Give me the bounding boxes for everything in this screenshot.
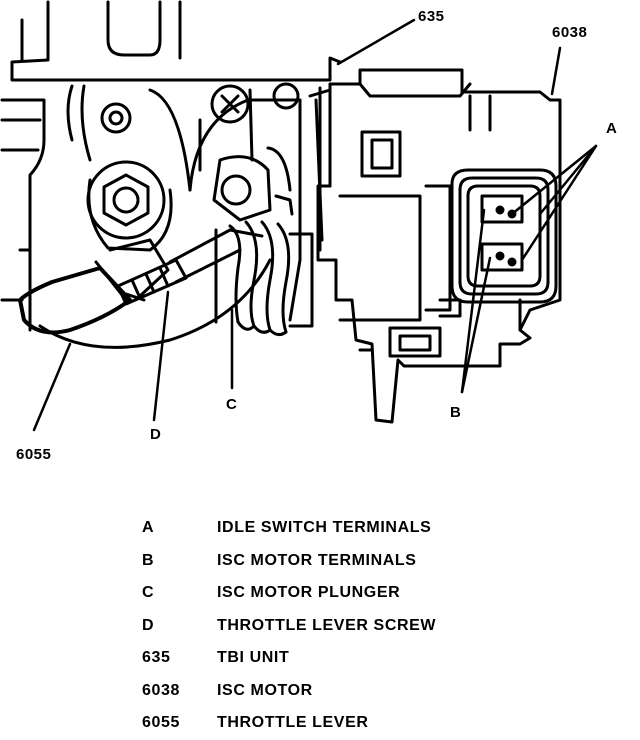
callout-635: 635 — [418, 8, 445, 25]
callout-c: C — [226, 396, 238, 413]
legend-description: THROTTLE LEVER — [217, 714, 369, 732]
legend: A IDLE SWITCH TERMINALS B ISC MOTOR TERM… — [142, 512, 602, 740]
legend-key: 635 — [142, 649, 171, 667]
callout-d: D — [150, 426, 162, 443]
isc-motor-body — [308, 68, 562, 424]
callout-a: A — [606, 120, 618, 137]
isc-motor-plunger — [168, 220, 314, 337]
legend-description: IDLE SWITCH TERMINALS — [217, 519, 432, 537]
legend-key: 6055 — [142, 714, 180, 732]
legend-key: A — [142, 519, 155, 537]
legend-row: C ISC MOTOR PLUNGER — [142, 577, 602, 610]
legend-key: 6038 — [142, 681, 180, 699]
legend-key: C — [142, 584, 155, 602]
legend-description: THROTTLE LEVER SCREW — [217, 616, 437, 634]
callout-6038: 6038 — [552, 24, 588, 41]
legend-row: D THROTTLE LEVER SCREW — [142, 610, 602, 643]
legend-key: B — [142, 551, 155, 569]
connector-housing — [450, 168, 558, 304]
legend-description: ISC MOTOR TERMINALS — [217, 551, 417, 569]
legend-row: 6038 ISC MOTOR — [142, 675, 602, 708]
legend-row: 6055 THROTTLE LEVER — [142, 707, 602, 740]
legend-row: 635 TBI UNIT — [142, 642, 602, 675]
isc-motor-diagram — [0, 0, 598, 432]
callout-b: B — [450, 404, 462, 421]
legend-description: ISC MOTOR PLUNGER — [217, 584, 401, 602]
callout-6055: 6055 — [16, 446, 52, 463]
legend-key: D — [142, 616, 155, 634]
lever-plate — [212, 146, 294, 222]
throttle-lever-nut — [86, 160, 173, 252]
legend-description: TBI UNIT — [217, 649, 290, 667]
leader-lines — [32, 18, 598, 432]
legend-row: B ISC MOTOR TERMINALS — [142, 545, 602, 578]
legend-description: ISC MOTOR — [217, 681, 313, 699]
mounting-screws — [100, 82, 300, 134]
legend-row: A IDLE SWITCH TERMINALS — [142, 512, 602, 545]
